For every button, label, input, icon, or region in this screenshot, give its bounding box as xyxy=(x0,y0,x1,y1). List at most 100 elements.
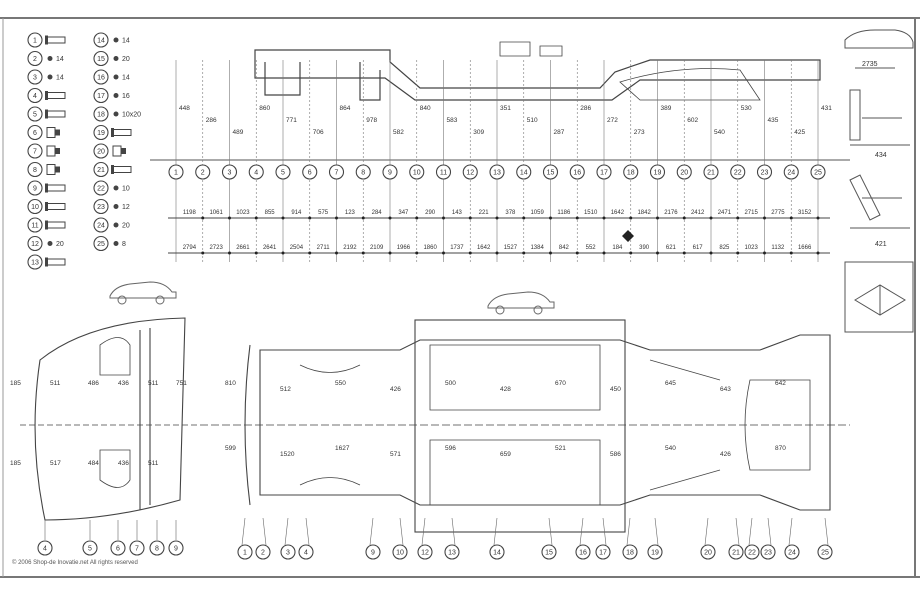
station-19-label: 19 xyxy=(654,170,662,177)
plan-dimension: 540 xyxy=(665,445,676,452)
legend-item-13-circle xyxy=(27,254,43,270)
upper-dimension: 855 xyxy=(265,210,276,216)
callout-21-circle xyxy=(728,544,744,560)
legend-item-3-circle xyxy=(27,69,43,85)
legend-item-23-label: 23 xyxy=(97,204,105,211)
station-25-label: 25 xyxy=(814,170,822,177)
bolt-head-icon xyxy=(45,35,48,45)
legend-item-10-circle xyxy=(27,198,43,215)
callout-leader xyxy=(284,517,289,546)
plan-dimension: 645 xyxy=(665,380,676,387)
callout-22-circle xyxy=(744,544,760,560)
callout-leader xyxy=(579,517,584,546)
front-view xyxy=(20,317,200,521)
legend-size-label: 14 xyxy=(122,38,130,45)
station-24-circle xyxy=(783,164,799,180)
plan-dimension: 810 xyxy=(225,380,236,387)
station-3-label: 3 xyxy=(228,170,232,177)
callout-4-label: 4 xyxy=(304,550,308,557)
plan-dimensions: 8105125504265004286704506456436425991520… xyxy=(225,380,786,458)
callout-25-label: 25 xyxy=(821,550,829,557)
station-6-circle xyxy=(302,164,318,180)
callout-19-circle xyxy=(647,544,663,560)
dimension-tick xyxy=(602,216,606,220)
legend-item-2-circle xyxy=(27,50,43,67)
callout-25-circle xyxy=(817,544,833,560)
dimension-tick xyxy=(254,216,258,220)
callout-21-label: 21 xyxy=(732,550,740,557)
profile-height: 583 xyxy=(447,117,458,124)
callout-leader xyxy=(421,517,426,546)
hole-icon xyxy=(47,56,53,61)
callout-leader xyxy=(654,517,659,546)
front-callout-4-label: 4 xyxy=(43,546,47,553)
callout-leader xyxy=(602,517,607,546)
plan-dimension: 428 xyxy=(500,386,511,393)
legend-item-19-circle xyxy=(93,124,109,141)
profile-dimensions: 4482864898607717068649785828405833093515… xyxy=(179,105,832,136)
dimension-tick xyxy=(281,216,285,220)
station-12-circle xyxy=(462,164,478,180)
station-13-circle xyxy=(489,164,505,180)
dimension-tick xyxy=(549,216,552,220)
upper-dimension: 1198 xyxy=(183,210,197,216)
nut-icon xyxy=(46,145,56,157)
dimension-tick xyxy=(736,216,740,220)
station-4-circle xyxy=(248,164,264,180)
station-20-label: 20 xyxy=(680,170,688,177)
front-dimension: 751 xyxy=(176,380,187,387)
station-18-circle xyxy=(623,164,639,180)
callout-leader xyxy=(824,517,829,546)
dimension-tick xyxy=(442,216,445,220)
dimension-tick xyxy=(816,216,820,220)
legend-item-4-circle xyxy=(27,87,43,104)
bolt-icon xyxy=(112,129,132,136)
front-dimension: 511 xyxy=(50,380,61,387)
dimension-tick xyxy=(388,251,392,255)
legend-item-3-label: 3 xyxy=(33,75,37,82)
callout-9-label: 9 xyxy=(371,550,375,557)
dimension-tick xyxy=(495,251,499,255)
upper-dimension: 123 xyxy=(345,210,356,216)
plan-dimension: 1520 xyxy=(280,451,295,458)
front-callout-7-label: 7 xyxy=(135,546,139,553)
bolt-head-icon xyxy=(45,202,48,211)
callout-leader xyxy=(305,517,310,546)
legend-item-21-circle xyxy=(93,161,109,178)
station-21-circle xyxy=(703,164,719,180)
plan-dimension: 550 xyxy=(335,380,346,387)
legend-size-label: 16 xyxy=(122,93,130,100)
front-callout-6-label: 6 xyxy=(116,546,120,553)
dimension-tick xyxy=(228,251,231,255)
side-width-label: 2735 xyxy=(862,61,878,68)
profile-height: 286 xyxy=(580,105,591,112)
dimension-tick xyxy=(468,251,472,255)
legend-item-1-circle xyxy=(27,32,43,48)
legend-item-7-label: 7 xyxy=(33,149,37,156)
plan-dimension: 512 xyxy=(280,386,291,393)
dimension-tick xyxy=(468,216,472,220)
callout-14-circle xyxy=(489,544,505,560)
front-dimension: 511 xyxy=(148,460,159,467)
callout-18-circle xyxy=(622,544,638,560)
hole-icon xyxy=(113,74,119,80)
upper-dimension: 3152 xyxy=(798,210,812,216)
front-dimension: 484 xyxy=(88,460,99,467)
nut-icon xyxy=(121,148,126,154)
nut-icon xyxy=(46,164,56,175)
hole-icon xyxy=(113,56,119,61)
upper-dimension: 1023 xyxy=(236,210,250,216)
lower-dimension: 1666 xyxy=(798,245,812,251)
plan-dimension: 571 xyxy=(390,451,401,458)
lower-dimension: 552 xyxy=(586,245,597,251)
station-6-label: 6 xyxy=(308,170,312,177)
callout-leader xyxy=(748,517,753,546)
hole-icon xyxy=(47,241,53,246)
plan-dimension: 426 xyxy=(390,386,401,393)
dimension-tick xyxy=(522,251,526,255)
profile-height: 582 xyxy=(393,129,404,136)
station-17-circle xyxy=(596,164,612,180)
profile-height: 602 xyxy=(687,117,698,124)
